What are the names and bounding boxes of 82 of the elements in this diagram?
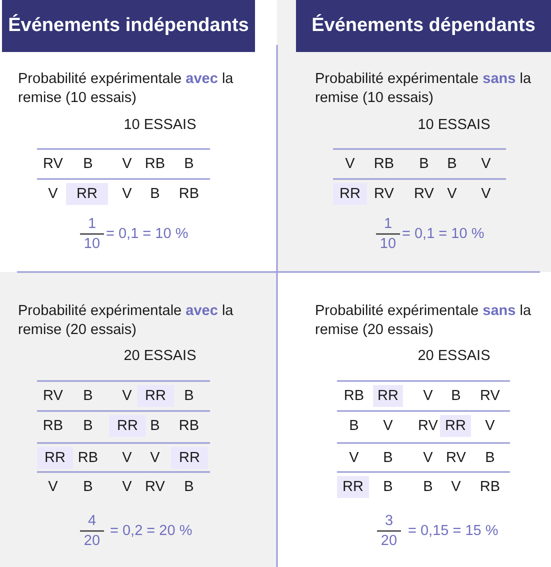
- fraction-numerator: 3: [384, 513, 394, 529]
- table-cell-text: RB: [372, 155, 396, 174]
- table-cell: RR: [440, 415, 471, 437]
- table-cell-text: B: [484, 449, 496, 468]
- description-text: Probabilité expérimentale sans la remise (20 essais): [315, 302, 532, 340]
- table-cell-text: RV: [479, 387, 501, 406]
- table-cell-text: B: [348, 417, 360, 436]
- table-cell-text: B: [82, 155, 94, 174]
- table-cell-text: B: [422, 478, 434, 497]
- table-cell: RR: [66, 183, 108, 205]
- table-cell-text: RV: [373, 185, 395, 204]
- result-text: = 0,15 = 15 %: [408, 523, 498, 539]
- table-cell-text: B: [450, 387, 462, 406]
- section-header: Événements dépendants: [296, 0, 551, 52]
- table-cell-text: B: [82, 417, 94, 436]
- table-cell-text: V: [121, 449, 133, 468]
- table-cell-text: V: [121, 478, 133, 497]
- table-cell-text: RV: [144, 478, 166, 497]
- table-cell: RR: [109, 415, 146, 437]
- table-cell-text: B: [446, 155, 458, 174]
- table-title: 20 ESSAIS: [416, 348, 492, 364]
- table-cell-text: B: [149, 417, 161, 436]
- table-cell-text: B: [82, 478, 94, 497]
- fraction-denominator: 10: [82, 236, 102, 252]
- fraction-denominator: 20: [380, 533, 398, 549]
- table-title: 10 ESSAIS: [416, 117, 492, 133]
- table-cell-text: B: [183, 155, 195, 174]
- table-cell-text: RB: [478, 478, 502, 497]
- table-cell-text: V: [121, 387, 133, 406]
- table-cell-text: B: [183, 387, 195, 406]
- table-cell-text: B: [382, 478, 394, 497]
- table-cell-text: B: [183, 478, 195, 497]
- table-cell-text: B: [382, 449, 394, 468]
- table-cell-text: B: [149, 185, 161, 204]
- table-cell-text: RV: [417, 417, 439, 436]
- table-cell-text: V: [121, 185, 133, 204]
- table-cell-text: V: [422, 449, 434, 468]
- table-cell-text: V: [484, 417, 496, 436]
- table-cell-text: RB: [342, 387, 366, 406]
- fraction-denominator: 10: [378, 236, 398, 252]
- table-cell-text: RB: [178, 417, 200, 436]
- fraction-numerator: 1: [382, 216, 394, 232]
- table-cell-text: RB: [178, 185, 200, 204]
- table-cell: RR: [171, 447, 208, 469]
- table-cell-text: RV: [42, 155, 64, 174]
- table-title: 20 ESSAIS: [122, 348, 198, 364]
- table-cell-text: V: [382, 417, 394, 436]
- table-cell: RR: [37, 447, 73, 469]
- table-cell: RR: [337, 476, 369, 498]
- fraction-numerator: 4: [86, 513, 98, 529]
- table-cell-text: V: [47, 478, 59, 497]
- table-cell-text: V: [121, 155, 133, 174]
- table-cell-text: RV: [413, 185, 435, 204]
- section-header: Événements indépendants: [2, 0, 255, 52]
- table-cell-text: B: [418, 155, 430, 174]
- table-cell-text: V: [422, 387, 434, 406]
- description-text: Probabilité expérimentale sans la remise (10 essais): [315, 70, 532, 108]
- table-cell-text: RB: [76, 449, 100, 468]
- table-cell: RR: [373, 385, 403, 407]
- table-cell-text: V: [450, 478, 462, 497]
- description-text: Probabilité expérimentale avec la remise (10 essais): [18, 70, 234, 108]
- table-cell-text: RV: [445, 449, 467, 468]
- table-cell-text: V: [149, 449, 161, 468]
- table-cell-text: RB: [144, 155, 166, 174]
- table-cell-text: V: [348, 449, 360, 468]
- fraction-denominator: 20: [82, 533, 102, 549]
- table-cell-text: B: [82, 387, 94, 406]
- description-text: Probabilité expérimentale avec la remise (20 essais): [18, 302, 234, 340]
- table-cell-text: RB: [42, 417, 64, 436]
- table-title: 10 ESSAIS: [122, 117, 198, 133]
- table-cell-text: V: [446, 185, 458, 204]
- table-cell-text: V: [480, 155, 492, 174]
- table-cell-text: RV: [42, 387, 64, 406]
- result-text: = 0,1 = 10 %: [106, 226, 188, 242]
- table-cell-text: V: [47, 185, 59, 204]
- table-cell: RR: [137, 385, 174, 407]
- fraction-numerator: 1: [86, 216, 98, 232]
- table-cell: RR: [333, 183, 367, 205]
- result-text: = 0,1 = 10 %: [402, 226, 484, 242]
- table-cell-text: V: [480, 185, 492, 204]
- result-text: = 0,2 = 20 %: [110, 523, 192, 539]
- table-cell-text: V: [344, 155, 356, 174]
